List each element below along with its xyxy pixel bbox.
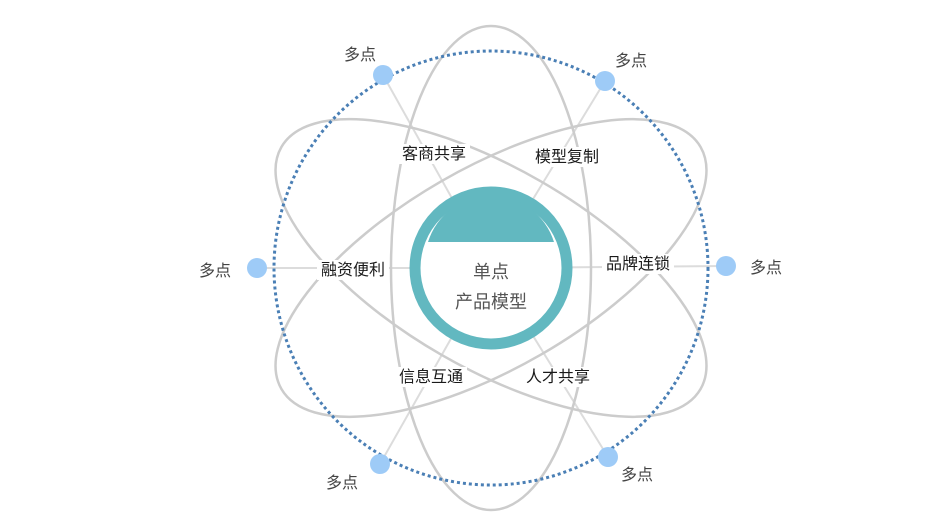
center-cap (428, 195, 554, 242)
feature-label-financing: 融资便利 (316, 260, 390, 280)
feature-label-model-replication: 模型复制 (530, 147, 604, 167)
feature-label-info-exchange: 信息互通 (394, 367, 468, 387)
outer-node-label-4: 多点 (620, 465, 654, 484)
outer-node-label-5: 多点 (325, 473, 359, 492)
orbit-ellipses (274, 24, 708, 512)
center-label-line2: 产品模型 (455, 292, 527, 313)
outer-node-dot-5 (370, 454, 390, 474)
outer-node-label-1: 多点 (343, 45, 377, 64)
outer-node-label-3: 多点 (749, 258, 783, 277)
orbit-ellipse-1 (274, 117, 708, 419)
outer-node-dot-4 (598, 447, 618, 467)
outer-node-dot-1 (373, 65, 393, 85)
outer-node-label-2: 多点 (614, 51, 648, 70)
outer-node-dot-6 (247, 258, 267, 278)
feature-label-talent-sharing: 人才共享 (521, 367, 595, 387)
outer-node-dot-2 (595, 71, 615, 91)
outer-nodes (247, 65, 736, 474)
outer-node-dot-3 (716, 256, 736, 276)
dotted-outer-circle (272, 49, 710, 487)
center-label-line1: 单点 (473, 262, 509, 283)
orbit-ellipse-2 (274, 117, 708, 419)
feature-label-brand-chain: 品牌连锁 (601, 254, 675, 274)
center-node (409, 186, 573, 350)
orbit-ellipse-3 (389, 24, 593, 512)
outer-node-label-6: 多点 (198, 261, 232, 280)
feature-label-customer-sharing: 客商共享 (397, 144, 471, 164)
